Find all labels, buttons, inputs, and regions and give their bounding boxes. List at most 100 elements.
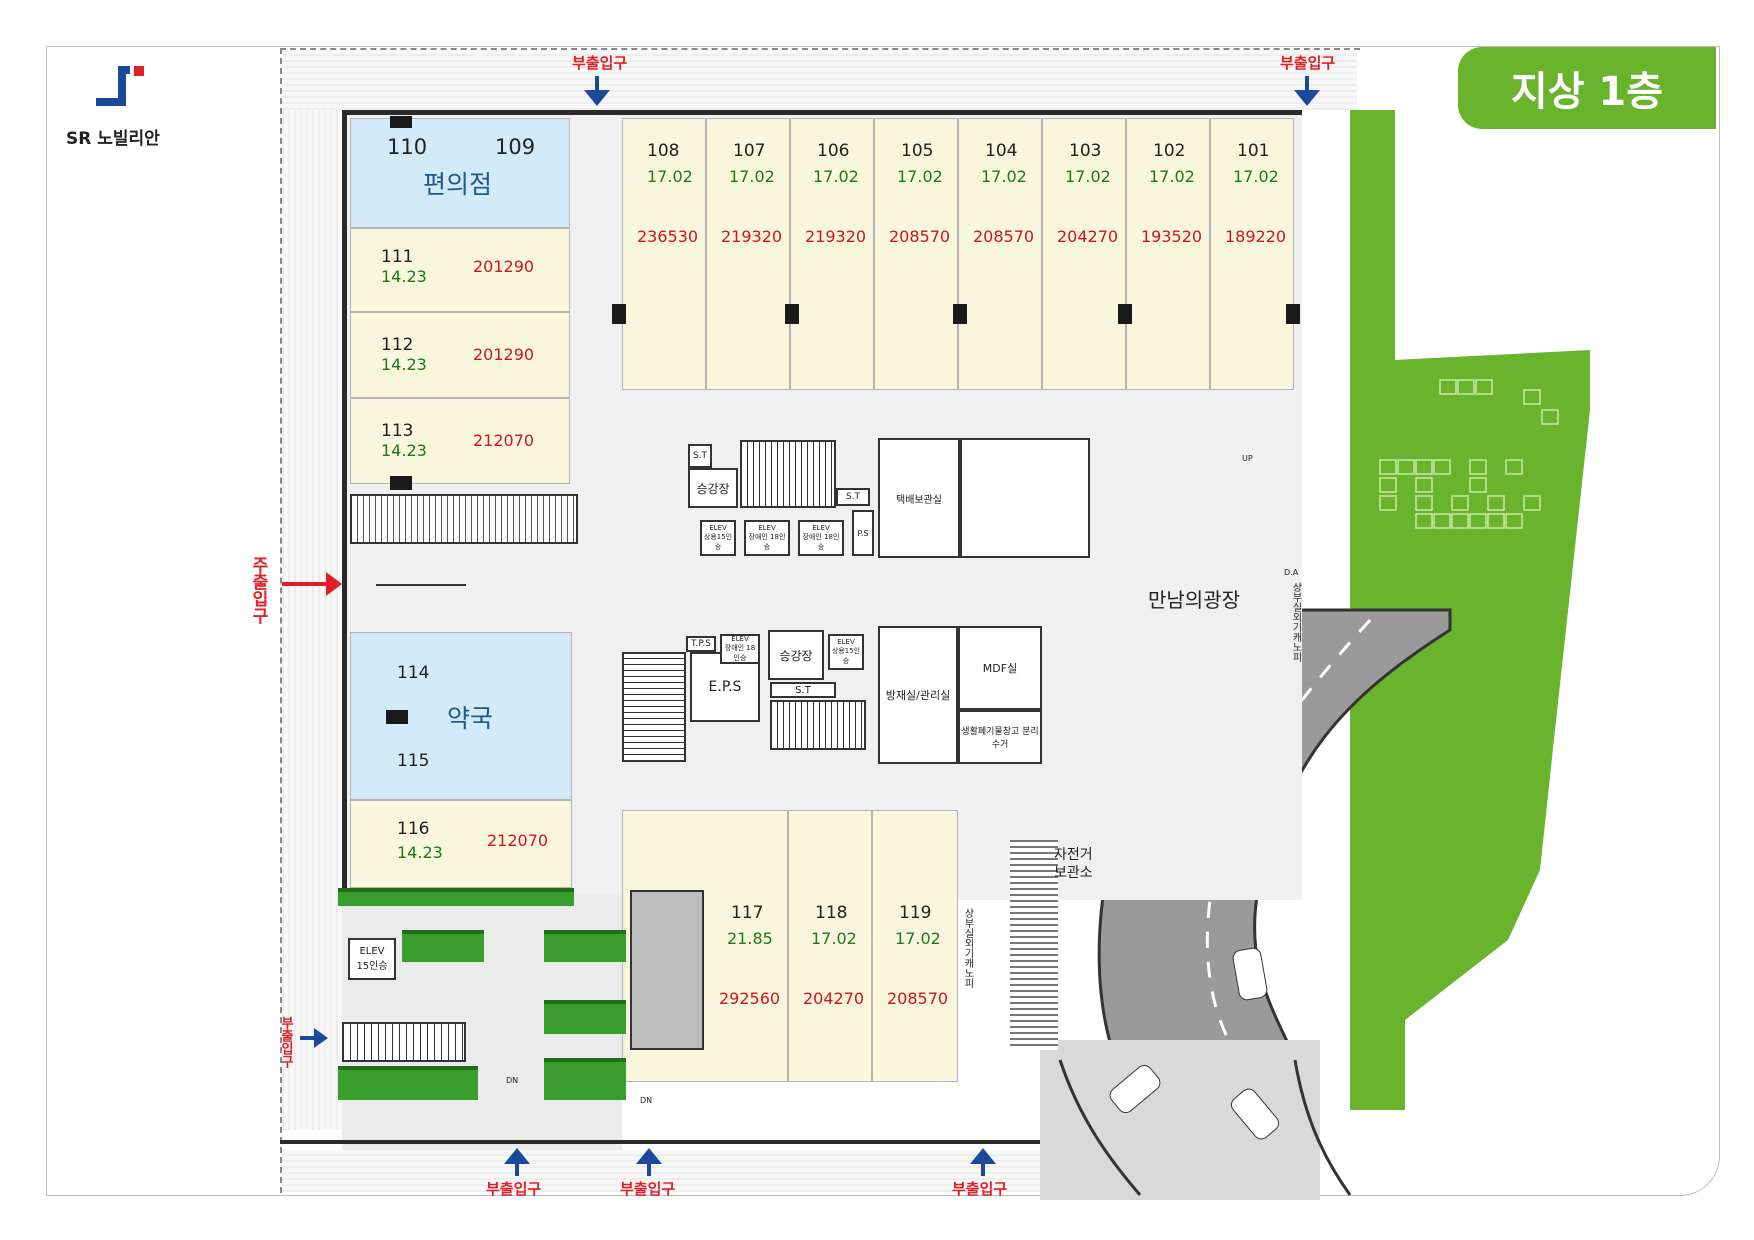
dn-label-2: DN: [640, 1096, 653, 1105]
unit-number: 113: [381, 421, 414, 441]
sub-entrance-arrow-bottom-3: [970, 1148, 996, 1164]
unit-number: 118: [815, 903, 848, 923]
unit-number: 108: [647, 141, 680, 161]
room-lobby-lower: 승강장: [768, 630, 824, 680]
elev-sub-label: 장애인 18인승: [724, 644, 756, 662]
unit-107[interactable]: 107 17.02 219320: [706, 118, 790, 390]
unit-price: 201290: [473, 257, 535, 276]
elev-sub-label: 상용15인승: [831, 647, 861, 665]
sub-entrance-arrowhead-left: [314, 1028, 328, 1048]
unit-119[interactable]: 119 17.02 208570: [872, 810, 958, 1082]
unit-area: 14.23: [381, 355, 427, 374]
unit-price: 208570: [889, 227, 951, 246]
unit-105[interactable]: 105 17.02 208570: [874, 118, 958, 390]
sub-entrance-arrow-bottom-2: [636, 1148, 662, 1164]
unit-area: 17.02: [1149, 167, 1195, 186]
column: [953, 304, 967, 324]
unit-area: 17.02: [1065, 167, 1111, 186]
unit-area: 17.02: [813, 167, 859, 186]
room-mdf: MDF실: [958, 626, 1042, 710]
main-entrance-label: 주출입구: [248, 556, 268, 624]
unit-112[interactable]: 112 14.23 201290: [350, 312, 570, 398]
unit-area: 17.02: [895, 929, 941, 948]
unit-number: 111: [381, 247, 414, 267]
stair-core-lower: [770, 700, 866, 750]
elev-label: ELEV: [837, 638, 855, 646]
up-label: UP: [1242, 454, 1253, 463]
unit-number: 112: [381, 335, 414, 355]
unit-number: 106: [817, 141, 850, 161]
column: [612, 304, 626, 324]
room-waste: 생활폐기물창고 분리수거: [958, 710, 1042, 764]
unit-number: 101: [1237, 141, 1270, 161]
unit-convenience[interactable]: 110 109 편의점: [350, 118, 570, 228]
planter: [544, 1000, 626, 1034]
bottom-wall: [280, 1140, 1040, 1144]
unit-area: 17.02: [897, 167, 943, 186]
bicycle-label: 자전거 보관소: [1054, 847, 1093, 881]
unit-area: 17.02: [729, 167, 775, 186]
unit-109-number: 109: [495, 135, 536, 159]
brand-logo: [88, 62, 148, 112]
plaza-label: 만남의광장: [1148, 588, 1240, 612]
unit-113[interactable]: 113 14.23 212070: [350, 398, 570, 484]
column: [1118, 304, 1132, 324]
column: [785, 304, 799, 324]
unit-115-number: 115: [397, 751, 430, 771]
room-tps: T.P.S: [686, 636, 716, 652]
room-disaster: 방재실/관리실: [878, 626, 958, 764]
unit-area: 14.23: [397, 843, 443, 862]
unit-price: 212070: [473, 431, 535, 450]
main-hall-arrow: [376, 584, 466, 586]
unit-price: 193520: [1141, 227, 1203, 246]
unit-area: 14.23: [381, 267, 427, 286]
unit-pharmacy[interactable]: 114 약국 115: [350, 632, 572, 800]
room-st: S.T: [688, 444, 712, 468]
unit-area: 21.85: [727, 929, 773, 948]
stair-core-upper: [740, 440, 836, 508]
unit-101[interactable]: 101 17.02 189220: [1210, 118, 1294, 390]
delivery-label: 택배보관실: [896, 494, 942, 506]
elev-sub-label: 장애인 18인승: [802, 533, 840, 551]
sub-entrance-arrow-top-1: [584, 90, 610, 106]
unit-102[interactable]: 102 17.02 193520: [1126, 118, 1210, 390]
elev-label: ELEV: [359, 946, 385, 957]
unit-price: 292560: [719, 989, 781, 1008]
restrooms: [960, 438, 1090, 558]
unit-price: 208570: [973, 227, 1035, 246]
unit-111[interactable]: 111 14.23 201290: [350, 228, 570, 312]
building-left-wall: [342, 110, 347, 890]
eps-label: E.P.S: [708, 679, 742, 695]
outer-walkway-bottom: [282, 1150, 1042, 1192]
convenience-title: 편의점: [423, 170, 493, 199]
room-st-3: S.T: [770, 682, 836, 698]
sub-entrance-arrow-left: [300, 1036, 314, 1040]
unit-118[interactable]: 118 17.02 204270: [788, 810, 872, 1082]
unit-area: 17.02: [647, 167, 693, 186]
column: [390, 116, 412, 128]
arrow-stem: [515, 1164, 519, 1176]
escalator: [350, 494, 578, 544]
logo-mark-icon: [96, 66, 144, 106]
room-st-label: S.T: [692, 451, 708, 461]
room-ps: P.S: [852, 510, 874, 556]
unit-114-number: 114: [397, 663, 430, 683]
unit-108[interactable]: 108 17.02 236530: [622, 118, 706, 390]
outer-walkway: [282, 50, 1357, 110]
unit-104[interactable]: 104 17.02 208570: [958, 118, 1042, 390]
unit-110-number: 110: [387, 135, 428, 159]
unit-area: 17.02: [811, 929, 857, 948]
elev-label: ELEV: [758, 524, 776, 532]
unit-price: 204270: [803, 989, 865, 1008]
unit-116[interactable]: 116 14.23 212070: [350, 800, 572, 888]
unit-103[interactable]: 103 17.02 204270: [1042, 118, 1126, 390]
unit-price: 219320: [805, 227, 867, 246]
arrow-stem: [647, 1164, 651, 1176]
arrow-stem: [595, 76, 599, 90]
unit-106[interactable]: 106 17.02 219320: [790, 118, 874, 390]
sub-entrance-label-top-1: 부출입구: [572, 54, 628, 72]
brand-name: SR 노빌리안: [66, 129, 160, 149]
da-label: D.A: [1284, 568, 1299, 577]
